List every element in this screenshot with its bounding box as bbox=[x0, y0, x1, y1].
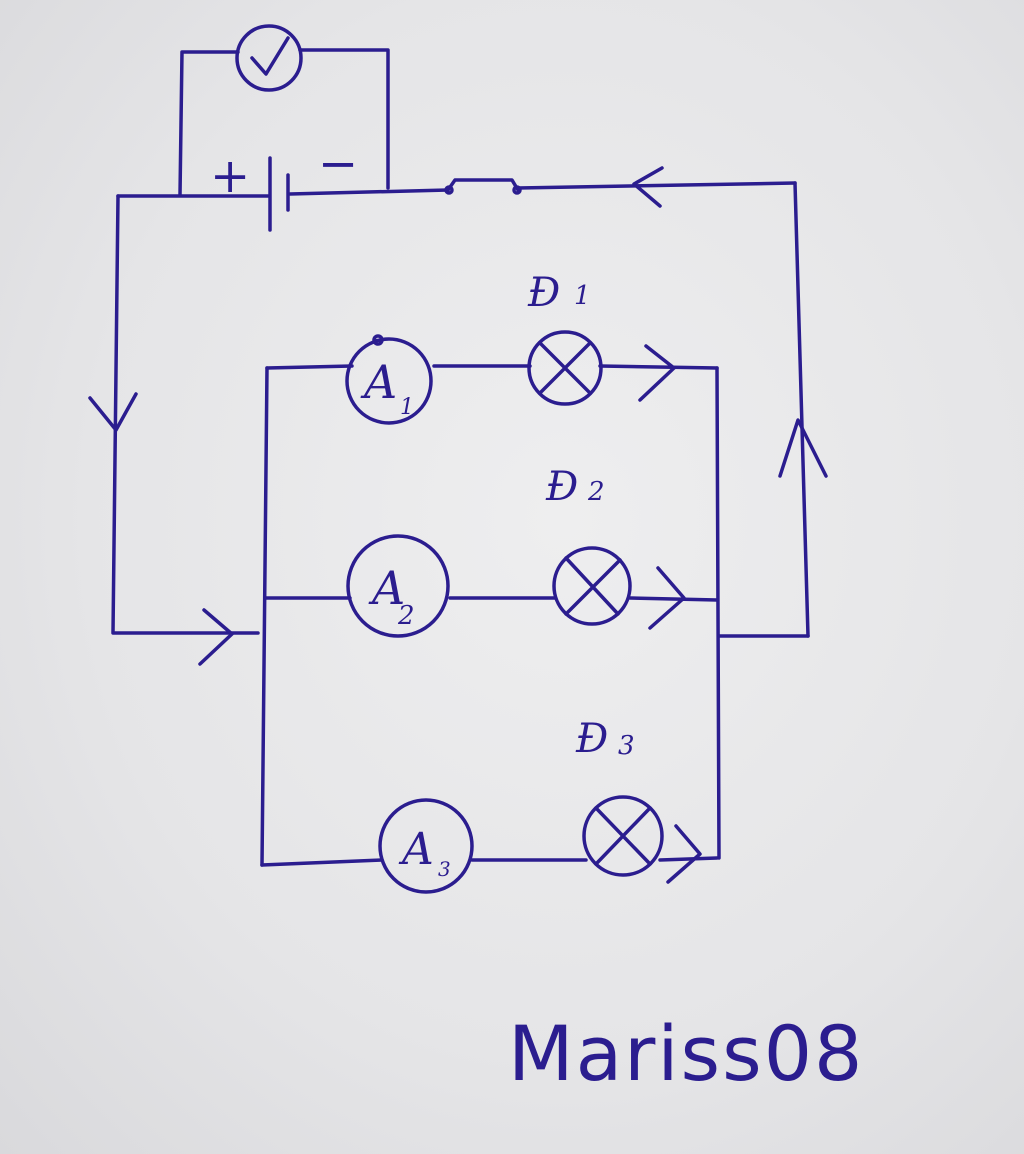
ammeter-1-label: A bbox=[360, 355, 397, 409]
ammeter-3-subscript: 3 bbox=[438, 857, 451, 881]
voltmeter-mark bbox=[250, 36, 290, 76]
ammeter-1-subscript: 1 bbox=[400, 395, 414, 420]
branch-1-wire bbox=[265, 364, 719, 370]
bulb-2-circle bbox=[552, 546, 632, 626]
top-wire-middle bbox=[288, 188, 450, 196]
ammeter-3-circle bbox=[378, 798, 474, 894]
arrow-branch-2 bbox=[648, 566, 686, 630]
left-outer-wire bbox=[111, 194, 260, 635]
bulb-2-subscript: 2 bbox=[587, 477, 605, 507]
ink-dot bbox=[372, 334, 384, 346]
arrow-branch-1 bbox=[638, 344, 676, 402]
ammeter-1-circle bbox=[345, 337, 433, 425]
bulb-3-subscript: 3 bbox=[618, 731, 635, 761]
branch-3-wire bbox=[260, 856, 719, 867]
top-wire-right bbox=[516, 181, 797, 190]
voltmeter-wire bbox=[178, 48, 390, 197]
battery-plus-label: + bbox=[210, 148, 250, 204]
bulb-1-cross bbox=[538, 341, 592, 395]
battery-minus-label: − bbox=[318, 136, 358, 192]
bulb-3-circle bbox=[582, 795, 664, 877]
right-rail bbox=[715, 366, 721, 860]
left-rail bbox=[260, 366, 269, 867]
bulb-1-circle bbox=[527, 330, 603, 406]
right-outer-wire bbox=[793, 181, 810, 638]
bulb-2-label: Ð bbox=[545, 464, 578, 510]
arrow-bottom-left bbox=[198, 608, 234, 666]
arrow-branch-3 bbox=[666, 824, 702, 884]
ammeter-3-label: A bbox=[398, 824, 434, 875]
bulb-3-cross bbox=[594, 806, 652, 866]
switch bbox=[446, 178, 520, 192]
ammeter-2-circle bbox=[346, 534, 450, 638]
arrow-top bbox=[632, 166, 664, 208]
ammeter-2-subscript: 2 bbox=[397, 601, 415, 631]
arrow-left bbox=[88, 392, 138, 432]
signature: Mariss08 bbox=[508, 1009, 864, 1098]
bulb-1-subscript: 1 bbox=[574, 281, 591, 311]
ammeter-2-label: A bbox=[368, 561, 405, 615]
branch-2-wire bbox=[263, 596, 719, 602]
bulb-3-label: Ð bbox=[575, 716, 608, 762]
bulb-1-label: Ð bbox=[527, 270, 560, 316]
voltmeter-circle bbox=[235, 24, 303, 92]
arrow-right bbox=[778, 418, 828, 478]
bulb-2-cross bbox=[564, 556, 622, 616]
switch-contact-left bbox=[444, 185, 454, 195]
